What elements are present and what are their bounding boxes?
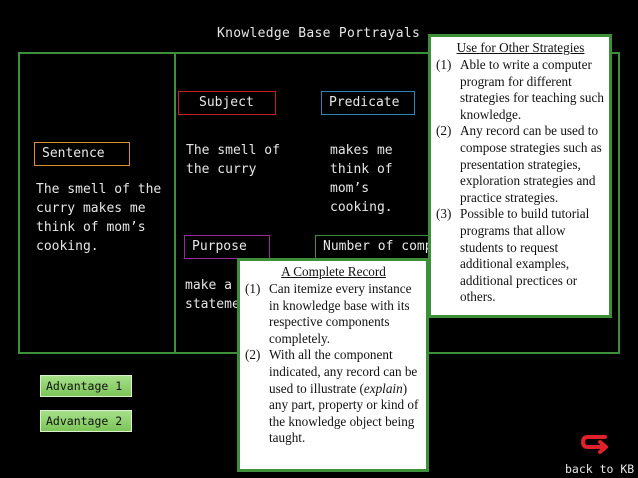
list-item: (3) Possible to build tutorial programs t…: [436, 206, 605, 306]
item-text-end: ) any part, property or kind of the know…: [269, 380, 419, 446]
item-number: (1): [245, 281, 261, 296]
advantage-2-button[interactable]: Advantage 2: [40, 410, 132, 432]
sentence-text: The smell of the curry makes me think of…: [36, 182, 170, 254]
strategies-list: (1) Able to write a computer program for …: [436, 57, 605, 306]
complete-record-popup: A Complete Record (1) Can itemize every i…: [237, 258, 429, 472]
item-text: Can itemize every instance in knowledge …: [269, 281, 412, 346]
number-of-components-label: Number of components: [315, 235, 431, 259]
item-number: (3): [436, 206, 452, 222]
popup-heading: Use for Other Strategies: [456, 40, 585, 55]
back-to-kb-link[interactable]: back to KB: [565, 462, 635, 476]
list-item: (2) With all the component indicated, any…: [245, 347, 422, 447]
popup-heading: A Complete Record: [281, 264, 386, 279]
subject-label: Subject: [178, 91, 276, 115]
list-item: (1) Can itemize every instance in knowled…: [245, 281, 422, 347]
predicate-label: Predicate: [321, 91, 415, 115]
item-text: Able to write a computer program for dif…: [460, 57, 604, 122]
item-text: Possible to build tutorial programs that…: [460, 206, 590, 305]
item-text-start: With all the component indicated, any re…: [269, 347, 418, 396]
item-text: Any record can be used to compose strate…: [460, 123, 602, 205]
advantage-1-button[interactable]: Advantage 1: [40, 375, 132, 397]
slide-title: Knowledge Base Portrayals: [217, 26, 421, 41]
subject-text: The smell of the curry: [186, 143, 288, 177]
list-item: (1) Able to write a computer program for …: [436, 57, 605, 123]
other-strategies-popup: Use for Other Strategies (1) Able to writ…: [428, 34, 612, 318]
purpose-text: make a statement: [185, 278, 249, 312]
predicate-text: makes me think of mom’s cooking.: [330, 143, 401, 215]
purpose-label: Purpose: [184, 235, 270, 259]
sentence-label: Sentence: [34, 142, 130, 166]
item-number: (2): [436, 123, 452, 139]
list-item: (2) Any record can be used to compose str…: [436, 123, 605, 206]
record-list: (1) Can itemize every instance in knowled…: [245, 281, 422, 447]
item-text-emphasis: explain: [363, 380, 403, 396]
item-number: (2): [245, 347, 261, 363]
return-arrow-icon[interactable]: [578, 432, 614, 458]
item-number: (1): [436, 57, 452, 72]
